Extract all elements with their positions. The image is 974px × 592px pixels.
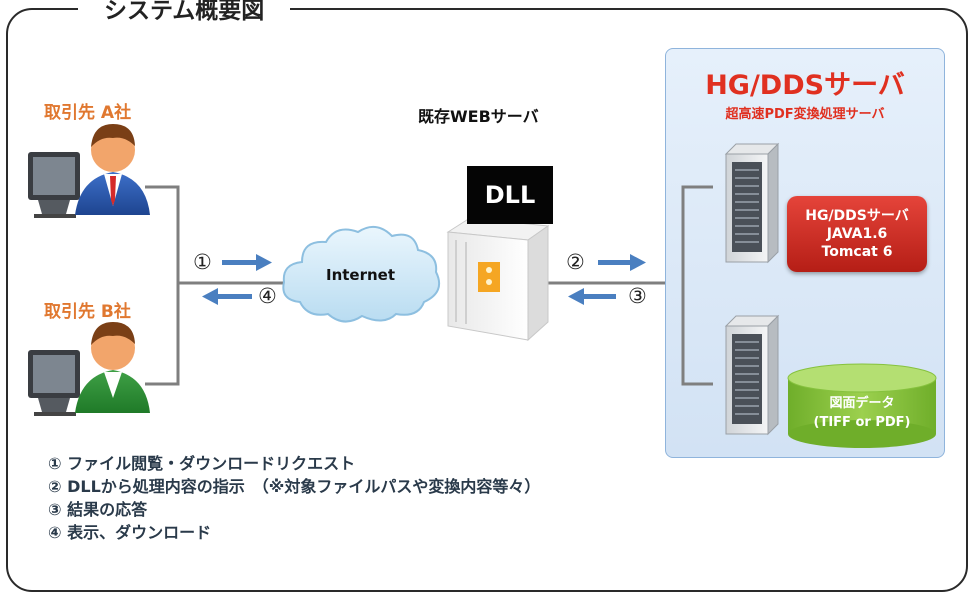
legend-item-2: ② DLLから処理内容の指示 （※対象ファイルパスや変換内容等々） bbox=[48, 477, 541, 496]
server-tower-icon bbox=[724, 314, 780, 436]
legend-item-4: ④ 表示、ダウンロード bbox=[48, 523, 212, 542]
arrow-4-left bbox=[202, 288, 252, 305]
arrow-2-right bbox=[598, 254, 646, 271]
arrow-1-right bbox=[222, 254, 272, 271]
client-b-label: 取引先 B社 bbox=[44, 302, 131, 322]
legend: ① ファイル閲覧・ダウンロードリクエスト ② DLLから処理内容の指示 （※対象… bbox=[48, 452, 540, 544]
client-a-icon bbox=[28, 124, 150, 218]
web-server-label: 既存WEBサーバ bbox=[418, 107, 539, 126]
hg-dds-title: HG/DDSサーバ bbox=[705, 70, 905, 101]
dll-box: DLL bbox=[467, 166, 553, 224]
legend-item-1: ① ファイル閲覧・ダウンロードリクエスト bbox=[48, 454, 356, 473]
cloud-icon bbox=[282, 225, 440, 323]
flow-number-3: ③ bbox=[628, 284, 647, 308]
hg-dds-badge: HG/DDSサーバ JAVA1.6 Tomcat 6 bbox=[787, 196, 927, 272]
arrow-3-left bbox=[568, 288, 616, 305]
diagram-title: システム概要図 bbox=[78, 0, 291, 23]
database-cylinder-icon bbox=[787, 363, 937, 448]
flow-number-1: ① bbox=[193, 250, 212, 274]
storage-line-1: 図面データ bbox=[829, 396, 895, 411]
legend-item-3: ③ 結果の応答 bbox=[48, 500, 148, 519]
web-server-icon bbox=[446, 217, 550, 342]
badge-line-3: Tomcat 6 bbox=[821, 244, 893, 260]
badge-line-1: HG/DDSサーバ bbox=[805, 208, 909, 224]
internet-label: Internet bbox=[326, 266, 396, 284]
server-tower-icon bbox=[724, 142, 780, 264]
client-a-label: 取引先 A社 bbox=[44, 103, 132, 123]
flow-number-4: ④ bbox=[258, 284, 277, 308]
badge-line-2: JAVA1.6 bbox=[826, 226, 888, 242]
storage-label: 図面データ (TIFF or PDF) bbox=[788, 394, 936, 432]
client-b-icon bbox=[28, 322, 150, 416]
hg-dds-subtitle: 超高速PDF変換処理サーバ bbox=[725, 107, 885, 122]
flow-number-2: ② bbox=[566, 250, 585, 274]
storage-line-2: (TIFF or PDF) bbox=[813, 415, 911, 430]
flow-arrows bbox=[202, 254, 646, 305]
